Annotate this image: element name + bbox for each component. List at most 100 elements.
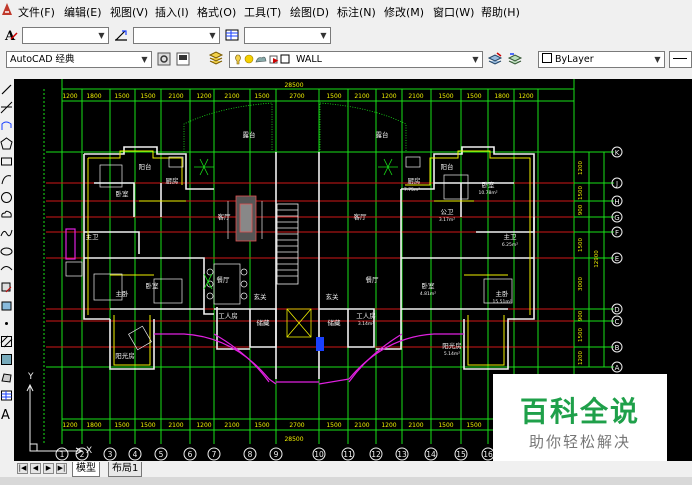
axis-number: 11 <box>343 450 353 459</box>
text-style-select[interactable]: ▼ <box>22 27 109 44</box>
menu-insert[interactable]: 插入(I) <box>155 6 189 19</box>
menu-help[interactable]: 帮助(H) <box>481 6 520 19</box>
right-dim: 900 <box>578 310 584 321</box>
hatch-tool-icon[interactable] <box>0 335 13 348</box>
make-block-icon[interactable] <box>0 299 13 312</box>
layer-manager-icon[interactable] <box>208 51 224 67</box>
right-dim: 1500 <box>578 238 584 252</box>
table-style-select[interactable]: ▼ <box>244 27 331 44</box>
overall-dimension-top: 28500 <box>284 82 303 89</box>
room-label: 卧室 <box>422 281 436 290</box>
tab-layout1[interactable]: 布局1 <box>108 462 143 477</box>
point-tool-icon[interactable] <box>0 317 13 330</box>
right-dim: 1500 <box>578 328 584 342</box>
dining-table <box>206 263 248 305</box>
next-tab-button[interactable]: ▶ <box>43 463 54 474</box>
area-note: 4.81m² <box>420 291 436 297</box>
room-label: 储藏 <box>328 318 342 327</box>
layer-previous-icon[interactable] <box>507 51 523 67</box>
ellipse-arc-icon[interactable] <box>0 263 13 276</box>
kitchen-fixtures <box>65 156 421 277</box>
revision-cloud-icon[interactable] <box>0 209 13 222</box>
workspace-save-icon[interactable] <box>175 51 191 67</box>
autocad-app-icon[interactable] <box>1 2 14 16</box>
axis-label-B: B <box>615 344 620 352</box>
menu-file[interactable]: 文件(F) <box>18 6 55 19</box>
polyline-tool-icon[interactable] <box>0 119 13 132</box>
tab-model[interactable]: 模型 <box>72 462 100 477</box>
bedroom-furniture <box>93 164 513 351</box>
workspace-settings-icon[interactable] <box>156 51 172 67</box>
table-style-icon[interactable] <box>224 27 240 43</box>
area-note: 6.25m² <box>502 242 518 248</box>
ucs-x-label: X <box>86 446 92 456</box>
dim-style-select[interactable]: ▼ <box>133 27 220 44</box>
ellipse-tool-icon[interactable] <box>0 245 13 258</box>
polygon-tool-icon[interactable] <box>0 137 13 150</box>
color-swatch <box>542 53 552 63</box>
menu-view[interactable]: 视图(V) <box>110 6 149 19</box>
top-dim: 1500 <box>466 93 481 100</box>
first-tab-button[interactable]: |◀ <box>17 463 28 474</box>
svg-text:A: A <box>4 29 16 43</box>
top-dim: 1500 <box>140 93 155 100</box>
chevron-down-icon: ▼ <box>141 55 148 64</box>
top-dim: 1200 <box>196 93 211 100</box>
prev-tab-button[interactable]: ◀ <box>30 463 41 474</box>
menu-tools[interactable]: 工具(T) <box>244 6 282 19</box>
table-tool-icon[interactable] <box>0 389 13 402</box>
insert-block-icon[interactable] <box>0 281 13 294</box>
menu-window[interactable]: 窗口(W) <box>433 6 475 19</box>
axis-number: 7 <box>212 450 217 459</box>
layer-select[interactable]: ▶ WALL ▼ <box>229 51 483 68</box>
walls-yellow <box>87 150 531 366</box>
last-tab-button[interactable]: ▶| <box>56 463 67 474</box>
line-tool-icon[interactable] <box>0 83 13 96</box>
axis-number: 10 <box>314 450 324 459</box>
menu-edit[interactable]: 编辑(E) <box>64 6 102 19</box>
axis-label-D: D <box>614 306 619 314</box>
red-grid-horizontals <box>46 151 604 368</box>
bottom-dim: 2100 <box>354 422 369 429</box>
rectangle-tool-icon[interactable] <box>0 155 13 168</box>
text-style-icon[interactable]: A <box>3 27 19 43</box>
circle-tool-icon[interactable] <box>0 191 13 204</box>
menu-format[interactable]: 格式(O) <box>197 6 237 19</box>
axis-number: 15 <box>456 450 466 459</box>
green-grid-horizontals <box>46 151 614 368</box>
top-dim: 1500 <box>438 93 453 100</box>
linetype-select[interactable] <box>669 51 692 68</box>
menu-draw[interactable]: 绘图(D) <box>290 6 330 19</box>
layer-state-icons: ▶ <box>235 54 290 65</box>
axis-label-F: F <box>615 229 619 237</box>
spline-tool-icon[interactable] <box>0 227 13 240</box>
dim-style-icon[interactable] <box>113 27 129 43</box>
multiline-text-icon[interactable]: A <box>0 407 13 420</box>
gradient-tool-icon[interactable] <box>0 353 13 366</box>
construction-line-icon[interactable] <box>0 101 13 114</box>
axis-label-H: H <box>614 198 619 206</box>
workspace-value: AutoCAD 经典 <box>10 54 75 65</box>
axis-label-E: E <box>615 255 619 263</box>
top-dim: 1800 <box>86 93 101 100</box>
color-select[interactable]: ByLayer ▼ <box>538 51 665 68</box>
room-label: 工人房 <box>356 311 376 320</box>
region-tool-icon[interactable] <box>0 371 13 384</box>
right-dim: 900 <box>578 204 584 215</box>
axis-number: 12 <box>371 450 381 459</box>
bottom-dim: 2100 <box>168 422 183 429</box>
ucs-y-label: Y <box>27 372 34 382</box>
room-label: 露台 <box>376 130 389 139</box>
top-dim: 1200 <box>518 93 533 100</box>
axis-label-K: K <box>615 149 620 157</box>
arc-tool-icon[interactable] <box>0 173 13 186</box>
menu-dimension[interactable]: 标注(N) <box>337 6 376 19</box>
menu-modify[interactable]: 修改(M) <box>384 6 425 19</box>
axis-number: 6 <box>188 450 193 459</box>
workspace-select[interactable]: AutoCAD 经典 ▼ <box>6 51 152 68</box>
room-label: 客厅 <box>354 212 368 221</box>
magenta-curves <box>65 228 464 385</box>
make-layer-current-icon[interactable] <box>487 51 503 67</box>
bottom-dim: 1200 <box>62 422 77 429</box>
area-note: 3.17m² <box>439 217 455 223</box>
